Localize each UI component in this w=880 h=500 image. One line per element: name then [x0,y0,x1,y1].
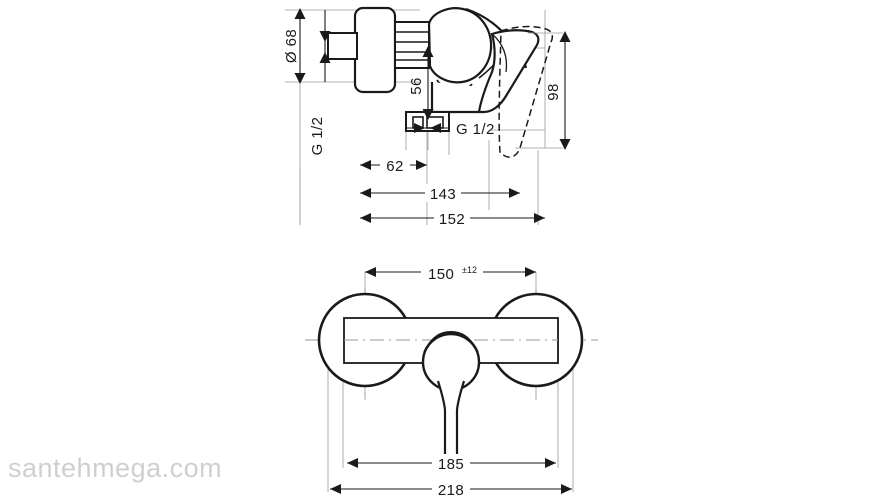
dim-143: 143 [360,184,520,203]
side-view-group: Ø 68 G 1/2 [283,6,571,228]
lever-handle-solid [477,29,540,114]
dim-150: 150 ±12 [365,262,536,283]
dim-diameter-68: Ø 68 [283,8,306,84]
dim-label-150-tolerance: ±12 [462,265,477,275]
lever-handle-dashed [498,25,554,158]
site-watermark: santehmega.com [8,453,222,483]
dim-label-56: 56 [408,77,425,95]
dim-label-g-half-inlet: G 1/2 [309,117,326,156]
dim-185: 185 [347,454,556,473]
dim-label-218: 218 [438,482,464,499]
dim-label-185: 185 [438,456,464,473]
dim-g-half-inlet: G 1/2 [309,10,331,155]
dim-56: 56 [408,46,434,120]
dim-label-98: 98 [545,83,562,101]
dim-62: 62 [360,156,427,175]
lever-hub-front [421,330,481,392]
dim-label-g-half-outlet: G 1/2 [456,121,495,138]
dim-g-half-outlet: G 1/2 [406,121,495,138]
mixer-body-side [427,7,528,114]
dim-152: 152 [360,209,545,228]
dim-98: 98 [515,31,571,150]
dim-label-62: 62 [386,158,404,175]
dim-218: 218 [330,480,572,499]
escutcheon-side [353,6,397,94]
front-view-group: 150 ±12 [305,262,598,499]
dim-label-143: 143 [430,186,456,203]
cartridge-collar [394,21,430,69]
dim-label-152: 152 [439,211,465,228]
dim-label-150: 150 [428,266,454,283]
dim-label-diameter-68: Ø 68 [283,29,300,63]
inlet-pipe-stub [327,32,358,60]
